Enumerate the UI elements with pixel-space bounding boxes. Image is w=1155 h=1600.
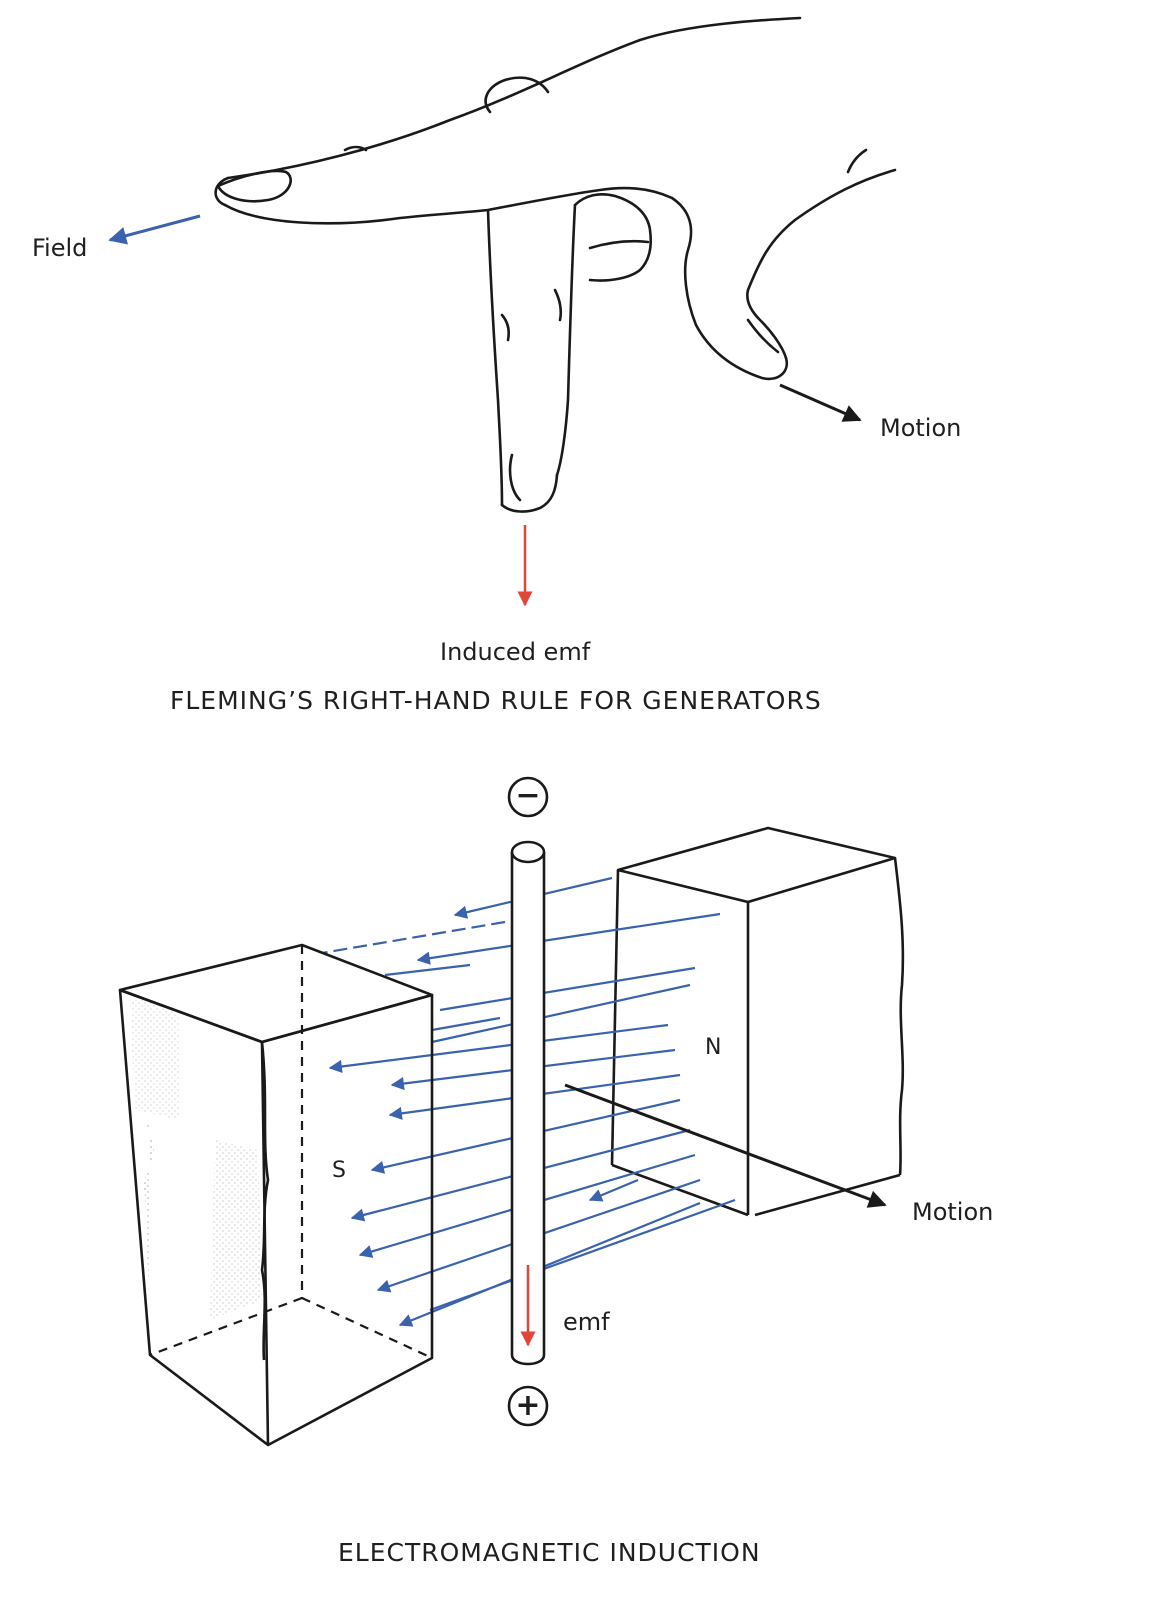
figure1-caption: FLEMING’S RIGHT-HAND RULE FOR GENERATORS (170, 686, 822, 715)
field-arrow (108, 214, 201, 245)
positive-terminal-circle (507, 1385, 549, 1427)
motion-label-hand: Motion (880, 414, 962, 442)
conductor-rod (510, 840, 546, 1366)
magnetic-field-lines (321, 876, 736, 1327)
negative-terminal-label: − (515, 778, 541, 813)
north-magnet (610, 826, 905, 1217)
figure2-caption: ELECTROMAGNETIC INDUCTION (338, 1538, 761, 1567)
hand-illustration (214, 16, 897, 513)
motion-arrow-induction (564, 1083, 887, 1208)
south-pole-label: S (332, 1158, 346, 1183)
positive-terminal-label: + (515, 1388, 541, 1423)
motion-label-induction: Motion (912, 1198, 994, 1226)
emf-label: emf (563, 1308, 610, 1336)
south-magnet (118, 943, 434, 1447)
motion-arrow-hand (779, 383, 862, 422)
negative-terminal-circle (507, 776, 549, 818)
induced-emf-label: Induced emf (440, 638, 591, 666)
north-pole-label: N (705, 1035, 722, 1060)
field-label: Field (32, 234, 88, 262)
